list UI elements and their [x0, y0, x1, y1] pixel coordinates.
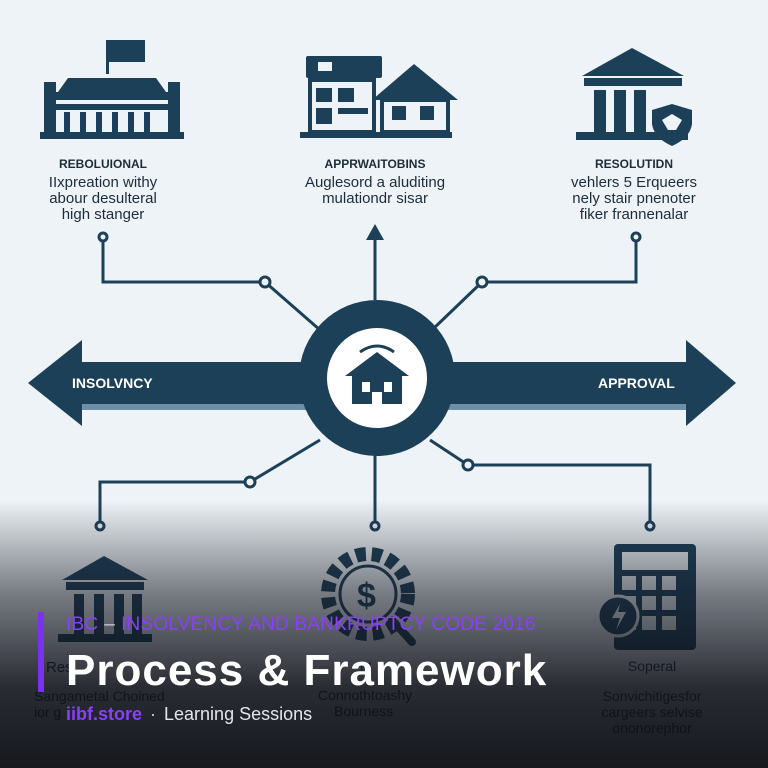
- svg-text:REBOLUIONAL: REBOLUIONAL: [59, 157, 147, 171]
- svg-text:Soperal: Soperal: [628, 658, 676, 674]
- svg-text:ior g: ior g: [34, 704, 61, 720]
- house-icon: [345, 344, 409, 404]
- course-name: INSOLVENCY AND BANKRUPTCY CODE 2016: [121, 614, 536, 635]
- svg-text:cargeers selvise: cargeers selvise: [601, 704, 702, 720]
- course-code: IBC: [66, 614, 99, 635]
- top-right-node-text: RESOLUTIDN vehlers 5 Erqueers nely stair…: [571, 157, 697, 223]
- arrow-label-approval: APPROVAL: [598, 375, 675, 391]
- svg-text:RESOLUTIDN: RESOLUTIDN: [595, 157, 673, 171]
- course-line: IBC–INSOLVENCY AND BANKRUPTCY CODE 2016: [66, 614, 536, 636]
- svg-text:vehlers 5 Erqueers: vehlers 5 Erqueers: [571, 174, 697, 191]
- footer-separator: ·: [150, 704, 157, 724]
- svg-text:nely stair pnenoter: nely stair pnenoter: [572, 190, 695, 207]
- svg-text:$: $: [357, 577, 376, 615]
- brand-link[interactable]: iibf.store: [66, 704, 143, 724]
- bank-shield-icon: [576, 48, 692, 146]
- court-building-icon: [40, 40, 184, 139]
- main-title: Process & Framework: [66, 646, 548, 695]
- top-left-node-text: REBOLUIONAL IIxpreation withy abour desu…: [49, 157, 158, 223]
- svg-text:APPRWAITOBINS: APPRWAITOBINS: [325, 157, 426, 171]
- svg-text:ononorephor: ononorephor: [612, 720, 692, 736]
- course-separator: –: [104, 614, 116, 635]
- store-house-icon: [300, 56, 458, 138]
- svg-text:mulationdr sisar: mulationdr sisar: [322, 190, 428, 207]
- arrow-label-insolvency: INSOLVNCY: [72, 375, 153, 391]
- up-arrow-head: [366, 224, 384, 240]
- svg-text:Bourness: Bourness: [334, 703, 393, 719]
- svg-text:fiker frannenalar: fiker frannenalar: [580, 206, 688, 223]
- footer-line: iibf.store · Learning Sessions: [66, 704, 312, 725]
- subtitle: Learning Sessions: [164, 704, 313, 724]
- accent-bar: [38, 612, 44, 692]
- svg-text:IIxpreation withy: IIxpreation withy: [49, 174, 158, 191]
- svg-text:high stanger: high stanger: [62, 206, 145, 223]
- svg-text:Sonvichitigesfor: Sonvichitigesfor: [603, 688, 702, 704]
- svg-text:Auglesord a aluditing: Auglesord a aluditing: [305, 174, 445, 191]
- top-middle-node-text: APPRWAITOBINS Auglesord a aluditing mula…: [305, 157, 445, 207]
- center-hub: [299, 300, 455, 456]
- svg-text:abour desulteral: abour desulteral: [49, 190, 157, 207]
